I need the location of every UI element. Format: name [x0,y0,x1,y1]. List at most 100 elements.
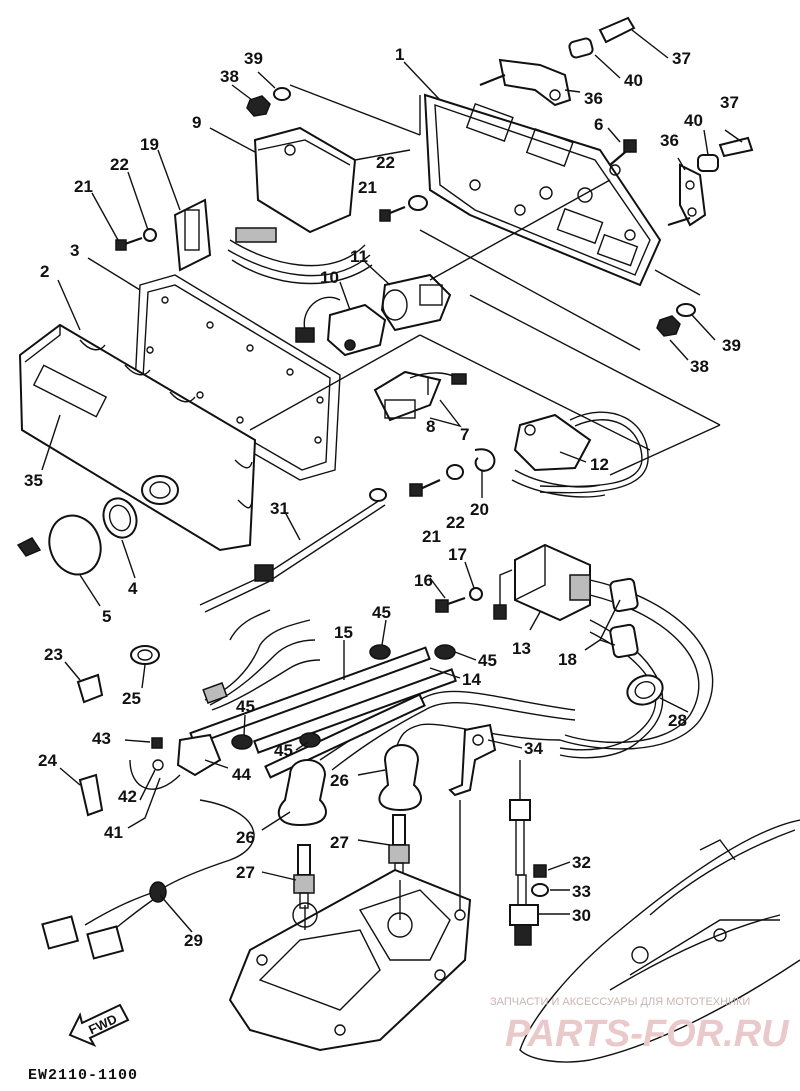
clip-24 [78,773,104,817]
part-label-24: 24 [38,751,57,770]
part-label-36b: 36 [660,131,679,150]
part-label-31: 31 [270,499,289,518]
bolt-washer-32-33 [531,864,549,897]
part-label-39a: 39 [244,49,263,68]
part-label-21c: 21 [422,527,441,546]
part-label-37b: 37 [720,93,739,112]
part-label-23: 23 [44,645,63,664]
part-label-3: 3 [70,241,79,260]
cdi-unit [227,126,373,285]
part-label-7: 7 [460,425,469,444]
part-label-20: 20 [470,500,489,519]
part-label-26a: 26 [236,828,255,847]
part-label-6: 6 [594,115,603,134]
bracket-34 [448,723,497,797]
fwd-label: FWD [86,1011,119,1037]
plug-cap-26-right [378,744,422,812]
part-label-5: 5 [102,607,111,626]
part-label-34: 34 [524,739,543,758]
nut-washer-top [246,87,291,117]
part-label-30: 30 [572,906,591,925]
part-label-29: 29 [184,931,203,950]
part-label-40a: 40 [624,71,643,90]
o-ring-4 [102,497,138,539]
part-label-33: 33 [572,882,591,901]
watermark: ЗАПЧАСТИ И АКСЕССУАРЫ ДЛЯ МОТОТЕХНИКИ PA… [490,996,790,1055]
clamp-42-43-44 [129,733,222,790]
part-label-37a: 37 [672,49,691,68]
bracket-assembly-top [479,16,636,107]
spark-plug-27-left [293,844,315,909]
fwd-arrow-icon: FWD [68,1003,130,1048]
part-label-11: 11 [350,247,368,266]
part-label-16: 16 [414,571,433,590]
electrical-box-cover [18,323,257,552]
part-label-41: 41 [104,823,123,842]
part-label-42: 42 [118,787,137,806]
cylinder-head [228,868,472,1052]
part-label-32: 32 [572,853,591,872]
part-label-22a: 22 [110,155,129,174]
part-label-19: 19 [140,135,159,154]
part-label-27b: 27 [330,833,349,852]
part-label-10: 10 [320,268,339,287]
part-label-36a: 36 [584,89,603,108]
sensor-30 [509,760,539,946]
part-label-14: 14 [462,670,481,689]
relay-11 [380,273,452,332]
nut-washer-right [656,303,696,337]
rectifier-7-8 [373,370,467,422]
part-label-38a: 38 [220,67,239,86]
part-label-45d: 45 [274,741,293,760]
part-label-38b: 38 [690,357,709,376]
part-label-8: 8 [426,417,435,436]
part-label-21a: 21 [74,177,93,196]
part-label-35: 35 [24,471,43,490]
part-label-17: 17 [448,545,467,564]
bolt-6 [609,139,637,166]
part-label-45a: 45 [372,603,391,622]
part-label-15: 15 [334,623,353,642]
grommets-18 [609,577,639,659]
part-label-1: 1 [395,45,404,64]
part-label-39b: 39 [722,336,741,355]
diagram-code: EW2110-1100 [28,1067,138,1084]
part-label-2: 2 [40,262,49,281]
ignition-coil-13 [493,543,591,622]
part-label-22c: 22 [446,513,465,532]
part-label-21b: 21 [358,178,377,197]
dashed-reference-lines [249,84,721,930]
part-label-12: 12 [590,455,609,474]
part-label-26b: 26 [330,771,349,790]
part-label-44: 44 [232,765,251,784]
cap-5 [16,514,102,576]
part-label-4: 4 [128,579,138,598]
part-label-27a: 27 [236,863,255,882]
part-label-45b: 45 [478,651,497,670]
part-labels: 1 2 3 4 5 6 7 8 9 10 11 12 13 14 15 16 1… [24,45,741,950]
part-label-45c: 45 [236,697,255,716]
switch-10 [295,296,387,357]
clip-23 [76,673,104,704]
part-label-28: 28 [668,711,687,730]
plug-cap-26-left [277,759,327,827]
part-label-43: 43 [92,729,111,748]
bolt-washer-20-21-22 [409,448,496,497]
part-label-18: 18 [558,650,577,669]
spark-plug-27-right [388,814,410,879]
leader-lines [41,29,743,933]
electrical-box-base [423,93,662,287]
watermark-logo: PARTS-FOR.RU [505,1013,790,1055]
part-label-40b: 40 [684,111,703,130]
part-label-13: 13 [512,639,531,658]
hull-outline [519,819,800,1063]
clamp-25 [130,645,160,665]
ignition-coil-12 [511,411,649,498]
part-label-9: 9 [192,113,201,132]
bolt-washer-16-17 [435,587,483,613]
wire-lead-29 [41,799,255,960]
clamp-28 [626,674,664,706]
part-label-25: 25 [122,689,141,708]
mounting-plate-19 [115,198,212,272]
